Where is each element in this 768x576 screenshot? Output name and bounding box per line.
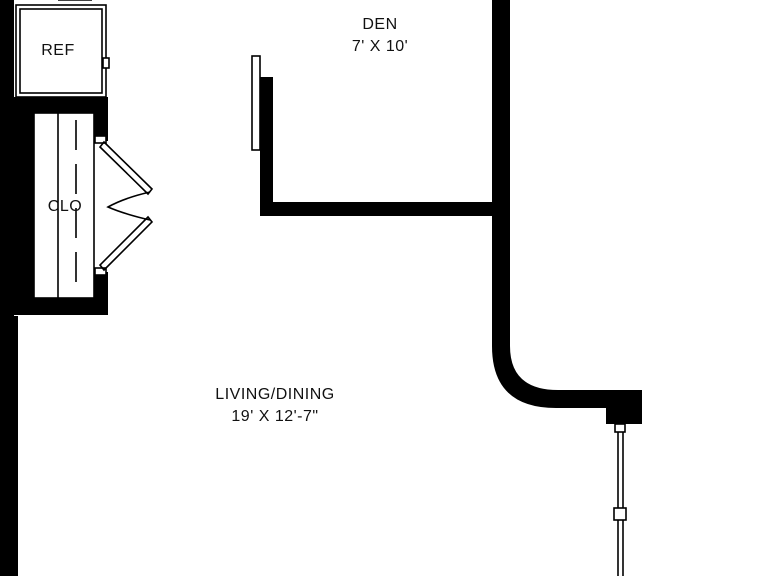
- central-wall-upper: [492, 0, 510, 200]
- living-dining-label: LIVING/DINING 19' X 12'-7": [180, 384, 370, 428]
- living-dining-size: 19' X 12'-7": [231, 408, 319, 425]
- den-name: DEN: [362, 16, 398, 33]
- den-label: DEN 7' X 10': [320, 14, 440, 58]
- closet-door-swing: [106, 191, 151, 221]
- den-size: 7' X 10': [351, 38, 409, 55]
- closet-interior: [33, 112, 95, 299]
- closet-door-upper: [98, 140, 154, 196]
- closet-label: CLO: [34, 196, 96, 218]
- closet-right-jamb-top: [94, 97, 108, 141]
- slider-mid-cap: [613, 507, 627, 521]
- ref-name: REF: [41, 42, 75, 59]
- refrigerator: [15, 4, 107, 98]
- closet-door-hinge-bottom: [94, 267, 107, 276]
- ref-label: REF: [20, 40, 96, 62]
- den-left-wall: [260, 77, 273, 216]
- refrigerator-handle: [102, 57, 110, 69]
- closet-door-hinge-top: [94, 135, 107, 144]
- left-wall-upper: [0, 0, 14, 316]
- closet-left-wall: [14, 97, 34, 315]
- closet-top-wall: [14, 97, 108, 113]
- refrigerator-inner: [19, 8, 103, 94]
- closet-name: CLO: [47, 198, 83, 215]
- closet-door-lower: [98, 215, 154, 272]
- den-bottom-wall: [260, 202, 500, 216]
- closet-bottom-wall: [14, 298, 108, 315]
- closet-right-jamb-bottom: [94, 272, 108, 315]
- slider-top-cap: [614, 423, 626, 433]
- left-wall-lower: [0, 316, 18, 576]
- balcony-wall-stub: [606, 390, 642, 424]
- living-dining-name: LIVING/DINING: [215, 386, 335, 403]
- den-window-frame: [251, 55, 261, 151]
- central-wall-curve: [492, 200, 642, 408]
